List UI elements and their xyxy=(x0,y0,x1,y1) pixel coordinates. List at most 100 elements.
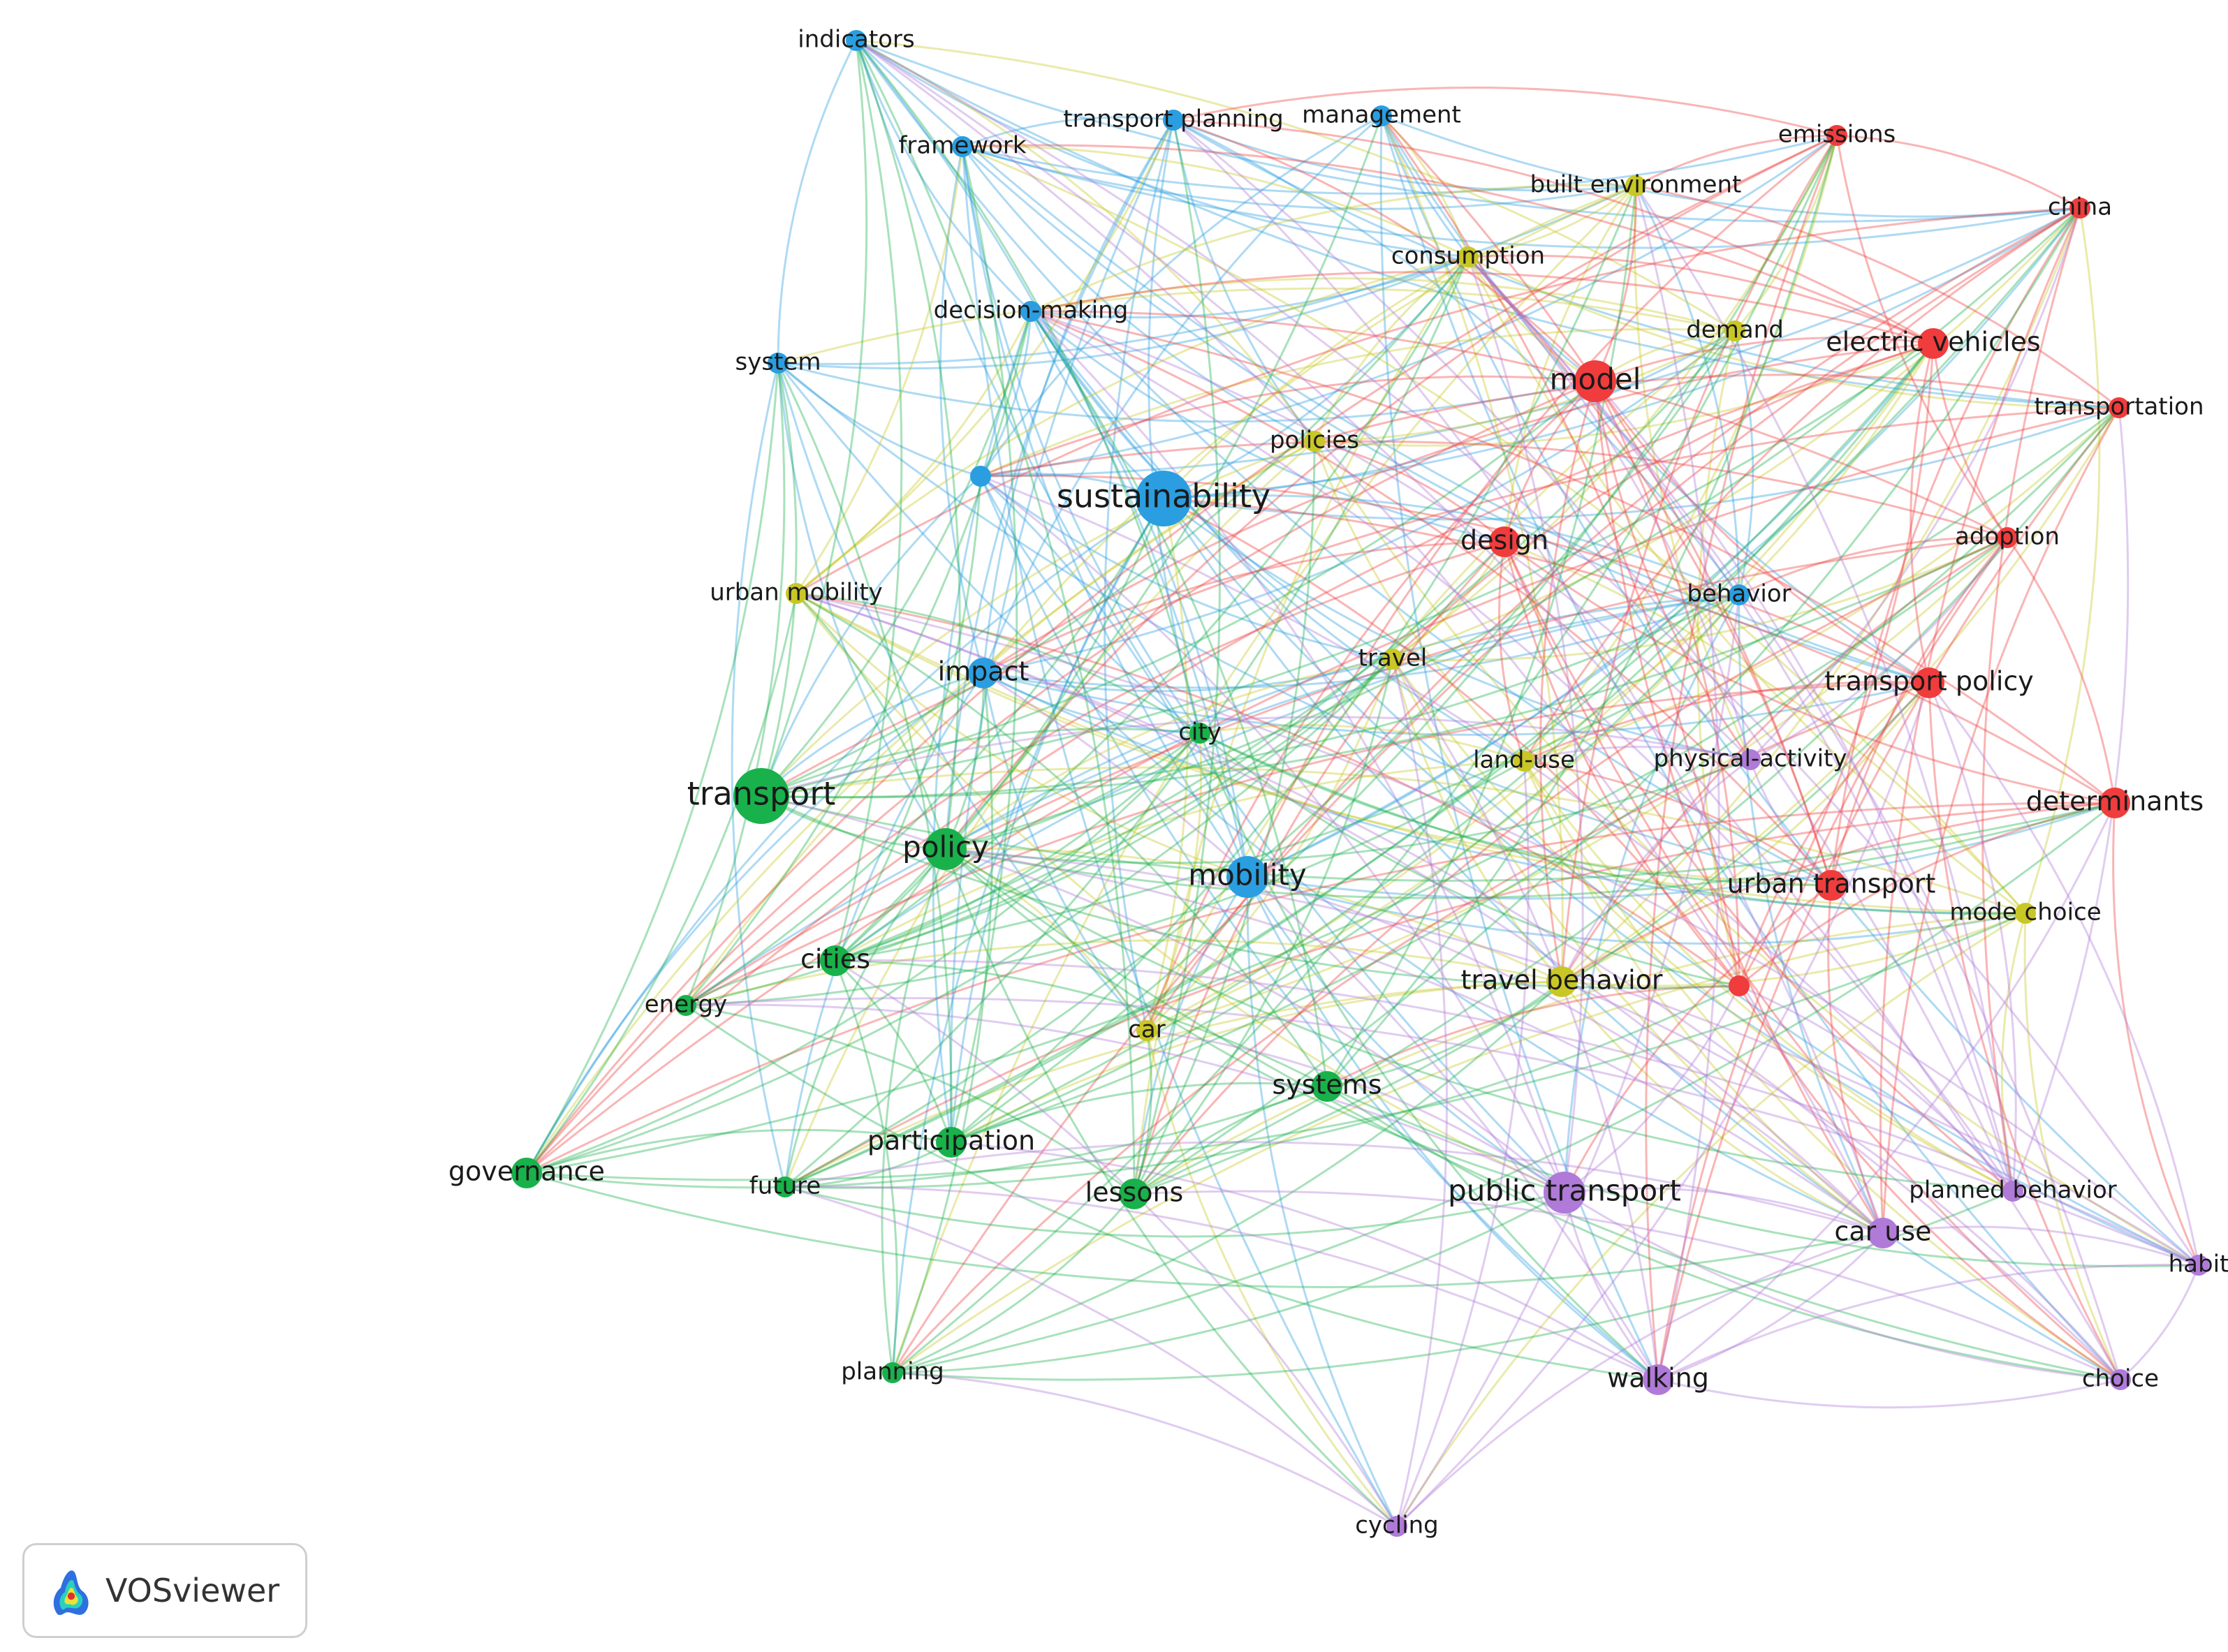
node-label-energy: energy xyxy=(645,991,727,1019)
edge xyxy=(1133,658,1394,1195)
node-choice[interactable] xyxy=(2110,1369,2131,1390)
edge xyxy=(1523,135,1838,762)
node-transport-planning[interactable] xyxy=(1163,110,1184,131)
node-label-governance: governance xyxy=(448,1156,605,1187)
edge xyxy=(835,959,1398,1527)
node-management[interactable] xyxy=(1371,105,1392,126)
node-label-consumption: consumption xyxy=(1391,242,1545,270)
edge xyxy=(982,119,1175,674)
edge xyxy=(761,406,2120,797)
node-systems[interactable] xyxy=(1312,1071,1342,1102)
node-decision-making[interactable] xyxy=(1020,301,1041,322)
edge xyxy=(525,362,779,1174)
edge xyxy=(796,592,1740,987)
node-label-management: management xyxy=(1302,101,1461,129)
node-adoption[interactable] xyxy=(1997,527,2018,548)
node-travel[interactable] xyxy=(1382,649,1403,670)
edge xyxy=(1134,207,2081,1195)
node-planned-behavior[interactable] xyxy=(2002,1181,2023,1202)
node-indicators[interactable] xyxy=(846,30,867,51)
edge xyxy=(1163,406,2120,521)
node-emissions[interactable] xyxy=(1826,125,1847,146)
edge xyxy=(1523,760,2121,1381)
edge xyxy=(1145,498,1189,1031)
node-consumption[interactable] xyxy=(1458,246,1479,267)
node-framework[interactable] xyxy=(952,136,973,157)
node-cycling[interactable] xyxy=(1386,1516,1407,1537)
node-china[interactable] xyxy=(2069,198,2090,219)
edge xyxy=(1247,876,1884,1234)
edge xyxy=(525,342,1934,1174)
edge xyxy=(1029,311,1249,878)
edge xyxy=(777,362,947,850)
edge xyxy=(945,593,1740,850)
node-policies[interactable] xyxy=(1304,431,1325,452)
edge xyxy=(1172,119,1884,1234)
node-unlabeled-blue[interactable] xyxy=(970,466,991,487)
node-behavior[interactable] xyxy=(1729,584,1750,605)
node-policy[interactable] xyxy=(925,828,967,870)
node-transport[interactable] xyxy=(733,768,789,824)
edge xyxy=(1523,760,1832,887)
node-demand[interactable] xyxy=(1724,320,1745,341)
edge xyxy=(1030,310,2116,804)
node-habit[interactable] xyxy=(2188,1255,2209,1276)
node-model[interactable] xyxy=(1574,360,1616,402)
node-transportation[interactable] xyxy=(2109,397,2130,418)
edge xyxy=(1030,271,1934,345)
edge xyxy=(1879,207,2081,1234)
node-built-environment[interactable] xyxy=(1625,175,1646,196)
edge xyxy=(796,592,1884,1234)
node-mode-choice[interactable] xyxy=(2015,903,2036,924)
node-car[interactable] xyxy=(1136,1020,1157,1041)
node-sustainability[interactable] xyxy=(1136,471,1192,526)
edge xyxy=(777,362,981,478)
node-impact[interactable] xyxy=(968,658,999,688)
node-public-transport[interactable] xyxy=(1544,1172,1585,1214)
node-unlabeled-red[interactable] xyxy=(1729,975,1750,996)
node-label-transport: transport xyxy=(687,775,836,813)
edge xyxy=(795,146,964,594)
node-urban-mobility[interactable] xyxy=(786,583,807,604)
node-travel-behavior[interactable] xyxy=(1546,966,1577,997)
node-determinants[interactable] xyxy=(2099,788,2130,818)
edge xyxy=(731,362,786,1188)
node-future[interactable] xyxy=(775,1177,796,1197)
network-edges xyxy=(525,39,2200,1528)
edge xyxy=(685,1003,1565,1194)
node-governance[interactable] xyxy=(511,1158,542,1188)
edge xyxy=(1162,184,1636,500)
edge xyxy=(1738,985,2121,1381)
node-walking[interactable] xyxy=(1643,1364,1673,1395)
edge xyxy=(1326,135,1838,1087)
edge xyxy=(891,672,994,1373)
node-physical-activity[interactable] xyxy=(1740,749,1761,770)
node-label-design: design xyxy=(1460,525,1548,556)
edge xyxy=(1199,732,1740,987)
edge xyxy=(1560,135,1838,982)
node-land-use[interactable] xyxy=(1514,751,1534,772)
node-participation[interactable] xyxy=(936,1127,967,1158)
edge xyxy=(1247,343,1935,878)
node-planning[interactable] xyxy=(882,1362,903,1383)
node-energy[interactable] xyxy=(675,995,696,1016)
node-car-use[interactable] xyxy=(1868,1218,1898,1248)
edge xyxy=(1030,310,1833,886)
edge xyxy=(525,497,1164,1174)
edge xyxy=(1380,115,2199,1267)
node-cities[interactable] xyxy=(820,945,851,976)
node-electric-vehicles[interactable] xyxy=(1918,328,1949,359)
edge xyxy=(856,39,1469,258)
edge xyxy=(835,256,1470,962)
node-design[interactable] xyxy=(1489,526,1520,557)
node-system[interactable] xyxy=(768,353,789,374)
node-urban-transport[interactable] xyxy=(1816,870,1847,901)
node-transport-policy[interactable] xyxy=(1914,668,1944,698)
node-mobility[interactable] xyxy=(1226,856,1268,898)
node-lessons[interactable] xyxy=(1119,1179,1150,1209)
node-city[interactable] xyxy=(1189,723,1210,744)
edge xyxy=(856,39,1736,332)
edge xyxy=(982,115,1382,674)
edge xyxy=(962,134,1838,195)
edge xyxy=(1523,746,1751,762)
